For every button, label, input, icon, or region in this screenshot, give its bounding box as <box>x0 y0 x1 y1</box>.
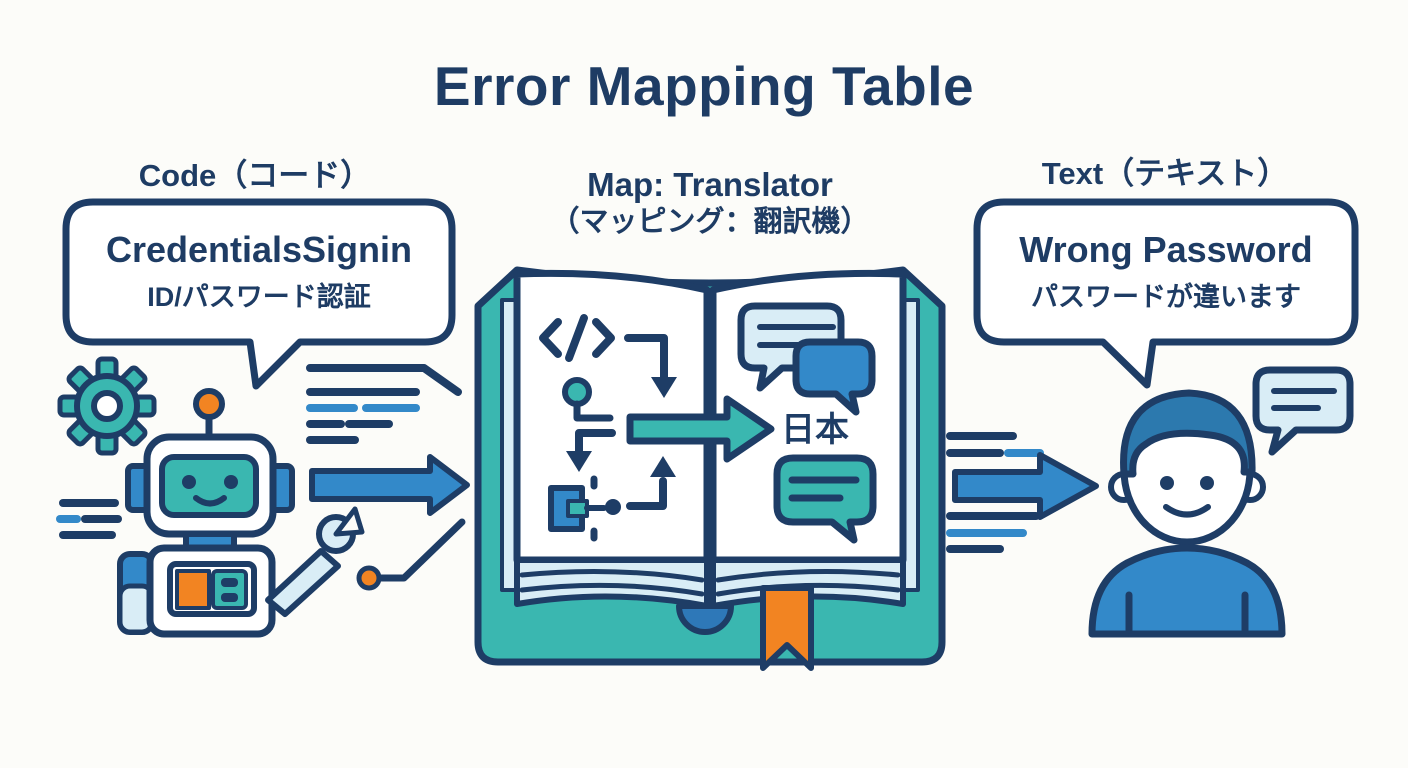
code-speech-bubble <box>62 198 456 390</box>
person-smile <box>1163 504 1211 518</box>
code-text-lines <box>306 364 462 444</box>
text-section <box>946 198 1359 638</box>
robot-screen-button <box>221 578 238 587</box>
person-eye-left <box>1160 476 1174 490</box>
code-bubble-text: CredentialsSignin ID/パスワード認証 <box>70 204 448 338</box>
robot-face <box>159 454 259 518</box>
text-bubble-ja: パスワードが違います <box>1031 281 1301 312</box>
heading-translator: Map: Translator （マッピング：翻訳機） <box>505 165 915 239</box>
heading-code: Code（コード） <box>138 158 372 193</box>
gear-icon <box>57 356 157 456</box>
person-hair <box>1120 389 1256 478</box>
code-icon <box>539 314 615 362</box>
page-title: Error Mapping Table <box>433 55 975 117</box>
robot-antenna-ball <box>193 388 225 420</box>
heading-text: Text（テキスト） <box>1041 156 1289 191</box>
robot-arm <box>265 548 341 617</box>
code-section <box>56 198 470 638</box>
open-book-icon: 日本 <box>474 266 946 671</box>
speed-lines-right <box>946 432 1044 553</box>
speed-lines-left <box>56 499 122 539</box>
translator-section: 日本 <box>474 266 946 671</box>
robot-eye-left <box>182 475 196 489</box>
robot-icon <box>117 388 365 638</box>
robot-eye-right <box>224 475 238 489</box>
person-icon <box>1088 389 1286 638</box>
heading-translator-en: Map: Translator <box>587 166 833 203</box>
code-bubble-ja: ID/パスワード認証 <box>147 281 371 312</box>
arrow-right-icon <box>309 454 470 516</box>
robot-smile <box>193 495 227 507</box>
text-bubble-en: Wrong Password <box>1019 228 1313 270</box>
arrow-right-icon <box>952 452 1099 520</box>
heading-translator-ja: （マッピング：翻訳機） <box>550 205 870 238</box>
person-shirt <box>1088 544 1286 638</box>
person-eye-right <box>1200 476 1214 490</box>
text-bubble-text: Wrong Password パスワードが違います <box>981 204 1351 338</box>
speech-bubble-icon-blue <box>792 338 876 416</box>
book-spine-bump <box>676 603 734 635</box>
speech-bubble-icon-small <box>1252 366 1354 456</box>
robot-screen-teal <box>211 569 248 610</box>
flowchart-icon <box>548 334 677 542</box>
robot-screen-button <box>221 593 238 602</box>
text-speech-bubble <box>973 198 1359 389</box>
bookmark-icon <box>760 585 814 671</box>
robot-claw-opening <box>333 506 365 537</box>
map-arrow-icon <box>626 395 775 463</box>
book-word-label: 日本 <box>781 411 849 449</box>
code-bubble-en: CredentialsSignin <box>105 228 413 270</box>
speech-bubble-icon-teal <box>773 454 877 544</box>
circuit-dot <box>356 518 466 591</box>
robot-screen-orange <box>175 569 211 610</box>
